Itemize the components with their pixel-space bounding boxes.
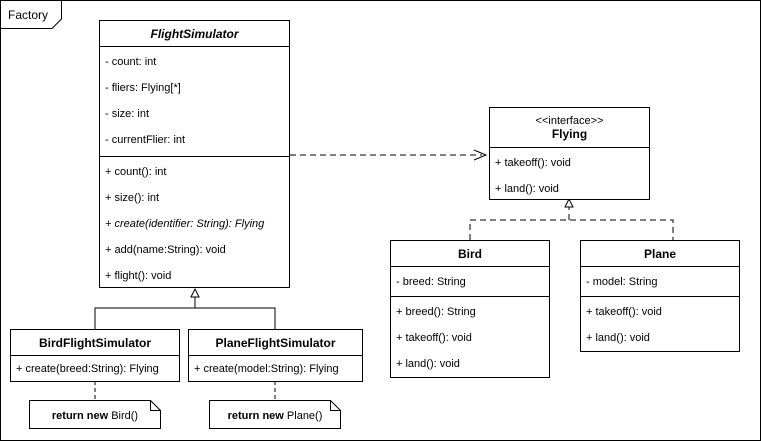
class-bird[interactable]: Bird - breed: String + breed(): String +… (390, 240, 550, 378)
attribute: - count: int (105, 56, 157, 68)
operation: + create(breed:String): Flying (16, 363, 159, 375)
frame-label: Factory (8, 8, 49, 22)
operation: + land(): void (495, 183, 559, 195)
operations-section: + create(model:String): Flying (189, 356, 362, 382)
class-name: BirdFlightSimulator (11, 330, 179, 356)
class-plane[interactable]: Plane - model: String + takeoff(): void … (580, 240, 740, 352)
note-expression: Plane() (283, 410, 323, 422)
class-name: FlightSimulator (100, 21, 289, 47)
class-name: Bird (391, 241, 549, 267)
operation: + flight(): void (105, 270, 172, 282)
class-flight-simulator[interactable]: FlightSimulator - count: int - fliers: F… (99, 20, 290, 288)
operation: + size(): int (105, 192, 160, 204)
operations-section: + takeoff(): void + land(): void (581, 297, 739, 351)
class-plane-flight-simulator[interactable]: PlaneFlightSimulator + create(model:Stri… (188, 329, 363, 382)
attribute: - currentFlier: int (105, 134, 186, 146)
note-keyword: return (51, 410, 84, 422)
class-bird-flight-simulator[interactable]: BirdFlightSimulator + create(breed:Strin… (10, 329, 180, 382)
class-name: PlaneFlightSimulator (189, 330, 362, 356)
operations-section: + takeoff(): void + land(): void (490, 148, 649, 202)
realization-line (469, 206, 674, 240)
interface-name: Flying (551, 126, 588, 141)
dependency-arrowhead (473, 149, 488, 161)
operation: + takeoff(): void (396, 332, 472, 344)
note-keyword: return (227, 410, 260, 422)
operation: + takeoff(): void (586, 306, 662, 318)
operations-section: + count(): int + size(): int + create(id… (100, 157, 289, 289)
operations-section: + breed(): String + takeoff(): void + la… (391, 297, 549, 377)
operation: + create(model:String): Flying (194, 363, 339, 375)
stereotype-label: <<interface>> (535, 114, 604, 127)
note-shape (29, 400, 161, 429)
attribute: - model: String (586, 276, 658, 288)
operation: + count(): int (105, 166, 167, 178)
generalization-line (94, 297, 276, 329)
note-keyword: new (262, 410, 284, 422)
interface-flying[interactable]: <<interface>> Flying + takeoff(): void +… (489, 107, 650, 200)
attributes-section: - model: String (581, 267, 739, 297)
note-text: return new Bird() (29, 410, 161, 422)
class-name: Plane (581, 241, 739, 267)
operation: + takeoff(): void (495, 157, 571, 169)
frame-tab (0, 0, 62, 29)
attribute: - size: int (105, 108, 150, 120)
operation: + add(name:String): void (105, 244, 226, 256)
operation: + breed(): String (396, 306, 476, 318)
attributes-section: - breed: String (391, 267, 549, 297)
generalization-arrowhead (190, 287, 200, 298)
operation: + land(): void (396, 358, 460, 370)
realization-arrowhead (564, 197, 574, 208)
note-bird[interactable]: return new Bird() (29, 400, 161, 429)
attribute: - fliers: Flying[*] (105, 82, 181, 94)
note-expression: Bird() (108, 410, 139, 422)
note-shape (209, 400, 341, 429)
abstract-operation: + create(identifier: String): Flying (105, 218, 265, 230)
attributes-section: - count: int - fliers: Flying[*] - size:… (100, 47, 289, 157)
interface-header: <<interface>> Flying (490, 108, 649, 148)
operation: + land(): void (586, 332, 650, 344)
attribute: - breed: String (396, 276, 466, 288)
note-plane[interactable]: return new Plane() (209, 400, 341, 429)
note-text: return new Plane() (209, 410, 341, 422)
operations-section: + create(breed:String): Flying (11, 356, 179, 382)
note-keyword: new (86, 410, 109, 422)
